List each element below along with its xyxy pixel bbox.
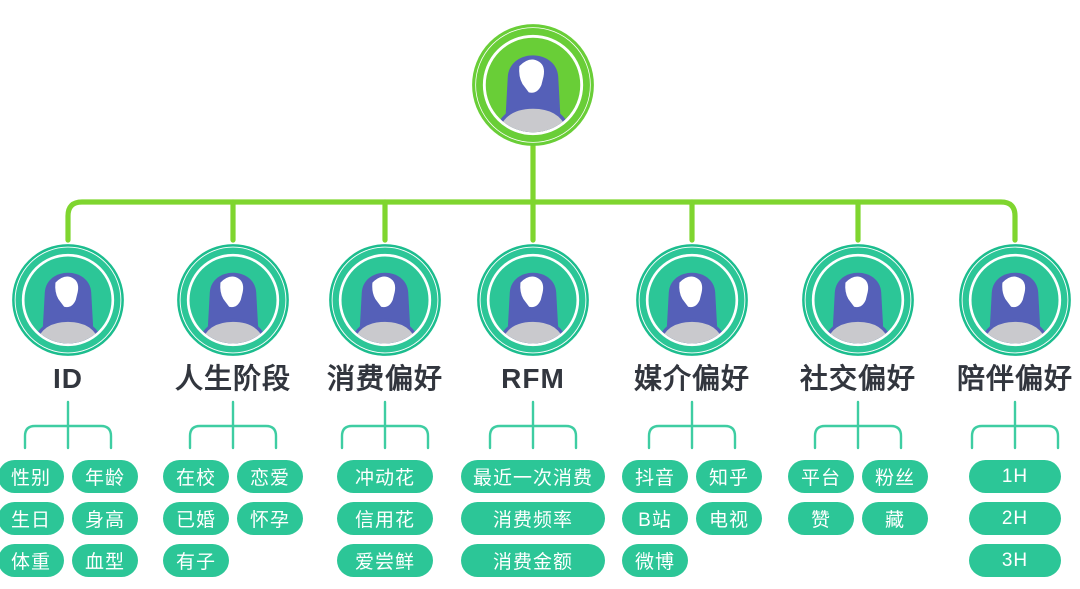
tag-pill: 粉丝	[862, 460, 928, 493]
pill-row: 微博	[622, 544, 762, 577]
horizontal-branch-line	[65, 199, 1018, 243]
branch-label-companion: 陪伴偏好	[956, 363, 1073, 394]
branch-column-consumption: 消费偏好 冲动花信用花爱尝鲜	[305, 242, 465, 577]
sub-branch-connector	[488, 400, 578, 450]
branch-label-social: 社交偏好	[799, 363, 916, 394]
tag-pill: 3H	[969, 544, 1061, 577]
tag-pill: 消费频率	[461, 502, 605, 535]
tag-pill: 爱尝鲜	[337, 544, 433, 577]
tag-pills-companion: 1H 2H 3H	[969, 460, 1061, 577]
tag-pill: 抖音	[622, 460, 688, 493]
branch-label-media: 媒介偏好	[633, 363, 750, 394]
pill-row: 最近一次消费	[461, 460, 605, 493]
pill-row: 消费金额	[461, 544, 605, 577]
tag-pill: 信用花	[337, 502, 433, 535]
user-avatar-icon	[329, 244, 441, 356]
pill-row: 在校恋爱	[163, 460, 303, 493]
tag-pill: 身高	[72, 502, 138, 535]
pill-row: 信用花	[337, 502, 433, 535]
pill-row: 平台粉丝	[788, 460, 928, 493]
tag-pill: 有子	[163, 544, 229, 577]
user-avatar-icon	[477, 244, 589, 356]
branch-label-life-stage: 人生阶段	[174, 363, 291, 394]
branch-column-life-stage: 人生阶段 在校恋爱已婚怀孕有子	[153, 242, 313, 577]
tag-pill: 在校	[163, 460, 229, 493]
tag-pills-id: 性别年龄生日身高体重血型	[0, 460, 138, 577]
tag-pill: 生日	[0, 502, 64, 535]
tag-pill: 体重	[0, 544, 64, 577]
pill-row: 1H	[969, 460, 1061, 493]
branch-column-social: 社交偏好 平台粉丝赞藏	[778, 242, 938, 535]
tag-pill: 2H	[969, 502, 1061, 535]
pill-row: 赞藏	[788, 502, 928, 535]
user-avatar-icon	[959, 244, 1071, 356]
user-avatar-icon	[177, 244, 289, 356]
pill-row: B站电视	[622, 502, 762, 535]
branch-label-rfm: RFM	[501, 363, 565, 394]
tag-pill: 已婚	[163, 502, 229, 535]
pill-row: 有子	[163, 544, 303, 577]
sub-branch-connector	[340, 400, 430, 450]
tag-pill: 1H	[969, 460, 1061, 493]
branch-label-id: ID	[53, 363, 83, 394]
tag-pill: 冲动花	[337, 460, 433, 493]
pill-row: 体重血型	[0, 544, 138, 577]
tag-pill: 电视	[696, 502, 762, 535]
tag-pill: 血型	[72, 544, 138, 577]
pill-row: 2H	[969, 502, 1061, 535]
pill-row: 生日身高	[0, 502, 138, 535]
tag-pills-consumption: 冲动花信用花爱尝鲜	[337, 460, 433, 577]
pill-row: 已婚怀孕	[163, 502, 303, 535]
tag-pill: 微博	[622, 544, 688, 577]
pill-row: 3H	[969, 544, 1061, 577]
tag-pill: 年龄	[72, 460, 138, 493]
root-avatar	[470, 22, 596, 148]
branch-column-companion: 陪伴偏好 1H 2H 3H	[935, 242, 1080, 577]
tag-pills-social: 平台粉丝赞藏	[788, 460, 928, 535]
branch-column-id: ID 性别年龄生日身高体重血型	[0, 242, 148, 577]
sub-branch-connector	[188, 400, 278, 450]
sub-branch-connector	[23, 400, 113, 450]
sub-branch-connector	[970, 400, 1060, 450]
pill-row: 性别年龄	[0, 460, 138, 493]
pill-row: 冲动花	[337, 460, 433, 493]
tag-pill: 性别	[0, 460, 64, 493]
tag-pill: 平台	[788, 460, 854, 493]
tag-pill: 怀孕	[237, 502, 303, 535]
pill-row: 消费频率	[461, 502, 605, 535]
branch-label-consumption: 消费偏好	[326, 363, 443, 394]
tag-pills-life-stage: 在校恋爱已婚怀孕有子	[163, 460, 303, 577]
tag-pill: 最近一次消费	[461, 460, 605, 493]
sub-branch-connector	[813, 400, 903, 450]
tag-pill: 知乎	[696, 460, 762, 493]
user-avatar-icon	[636, 244, 748, 356]
tag-pill: 赞	[788, 502, 854, 535]
user-avatar-icon	[802, 244, 914, 356]
tag-pill: 恋爱	[237, 460, 303, 493]
tag-pills-rfm: 最近一次消费消费频率消费金额	[461, 460, 605, 577]
user-avatar-icon	[12, 244, 124, 356]
tag-pill: 藏	[862, 502, 928, 535]
root-user-avatar-icon	[472, 24, 594, 146]
pill-row: 抖音知乎	[622, 460, 762, 493]
tag-pill: 消费金额	[461, 544, 605, 577]
pill-row: 爱尝鲜	[337, 544, 433, 577]
tag-pill: B站	[622, 502, 688, 535]
sub-branch-connector	[647, 400, 737, 450]
branch-column-rfm: RFM 最近一次消费消费频率消费金额	[453, 242, 613, 577]
